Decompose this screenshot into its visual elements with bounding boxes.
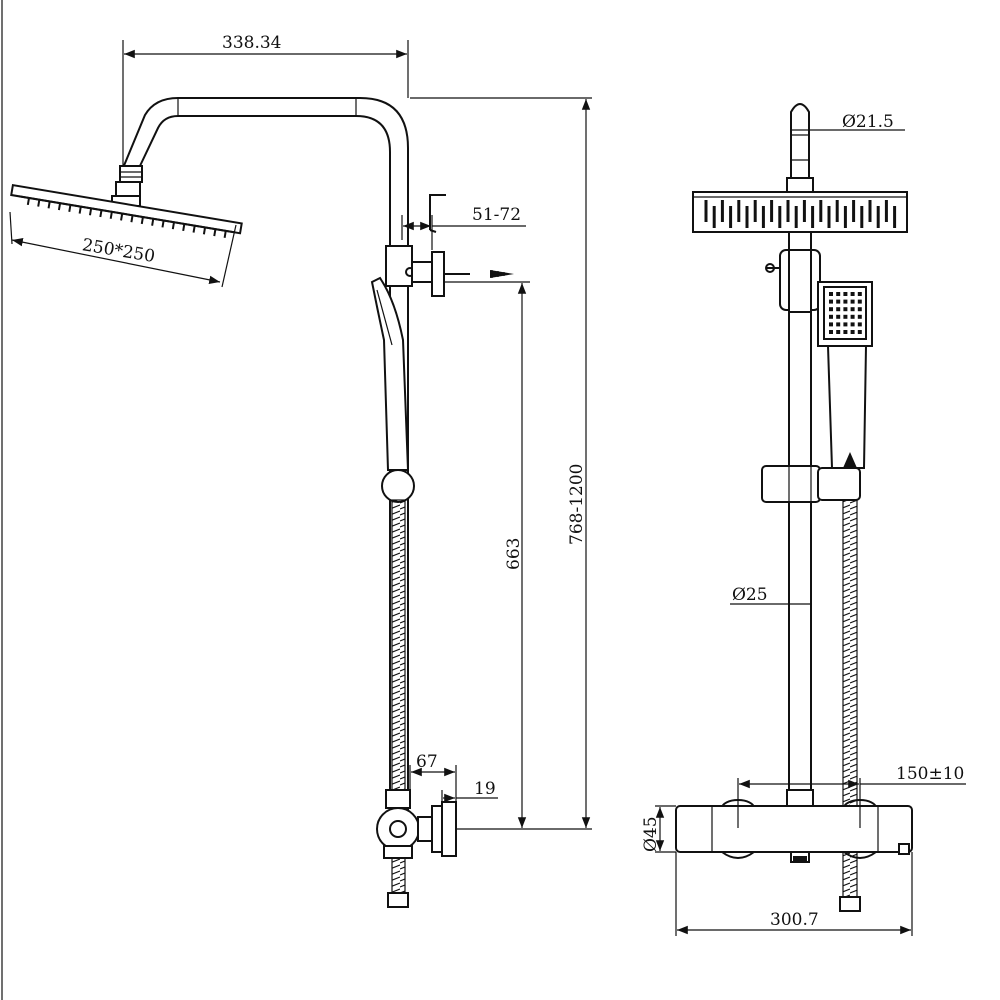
wall-bracket (411, 251, 514, 297)
dim-valve-diameter: Ø45 (641, 805, 676, 853)
swivel-joint (111, 165, 143, 207)
hose-side (391, 499, 406, 801)
dim-label-valve-width: 300.7 (770, 910, 819, 930)
dim-label-valve-diameter: Ø45 (641, 816, 661, 852)
dim-bracket-to-valve: 663 (444, 281, 530, 830)
dim-bracket-adjust: 51-72 (401, 205, 526, 250)
thermostatic-valve-front (675, 799, 913, 863)
dim-inlet-centres: 150±10 (737, 764, 966, 828)
hand-shower-side (370, 276, 410, 471)
dim-valve-inlet: 19 (441, 779, 498, 806)
allen-key (429, 194, 446, 233)
dim-valve-width: 300.7 (675, 852, 913, 936)
dim-label-arm-length: 338.34 (222, 33, 281, 53)
hose-front (842, 499, 858, 841)
dim-label-valve-inlet: 19 (474, 779, 496, 799)
slide-holder-front (761, 465, 861, 503)
dim-arm-length: 338.34 (122, 33, 409, 166)
dim-valve-projection: 67 (409, 752, 457, 802)
overhead-arm (122, 97, 409, 246)
dim-label-bracket-adjust: 51-72 (472, 205, 521, 225)
shower-head-side (10, 183, 243, 238)
wall-bracket-top (385, 245, 413, 287)
riser-front (788, 231, 812, 803)
shower-head-front (692, 191, 908, 233)
dim-label-inlet-centres: 150±10 (896, 764, 964, 784)
dim-label-total-height: 768-1200 (567, 464, 587, 545)
slide-holder (381, 469, 415, 503)
dim-label-top-pipe-diameter: Ø21.5 (842, 112, 894, 132)
dim-top-pipe-diameter: Ø21.5 (791, 112, 905, 132)
hand-shower-front (817, 281, 873, 469)
dim-total-height: 768-1200 (410, 97, 592, 830)
thermostatic-valve-side (376, 789, 457, 859)
dim-label-valve-projection: 67 (416, 752, 438, 772)
front-view: Ø21.5 Ø25 150±10 Ø45 300.7 (641, 103, 966, 936)
dim-riser-diameter: Ø25 (730, 585, 812, 605)
dim-label-head-size: 250*250 (81, 235, 157, 267)
wall-bracket-front (765, 249, 821, 313)
side-view: 338.34 250*250 51-72 663 (9, 33, 592, 908)
dim-label-bracket-to-valve: 663 (504, 538, 524, 570)
top-pipe-front (790, 103, 810, 179)
dim-label-riser-diameter: Ø25 (732, 585, 768, 605)
